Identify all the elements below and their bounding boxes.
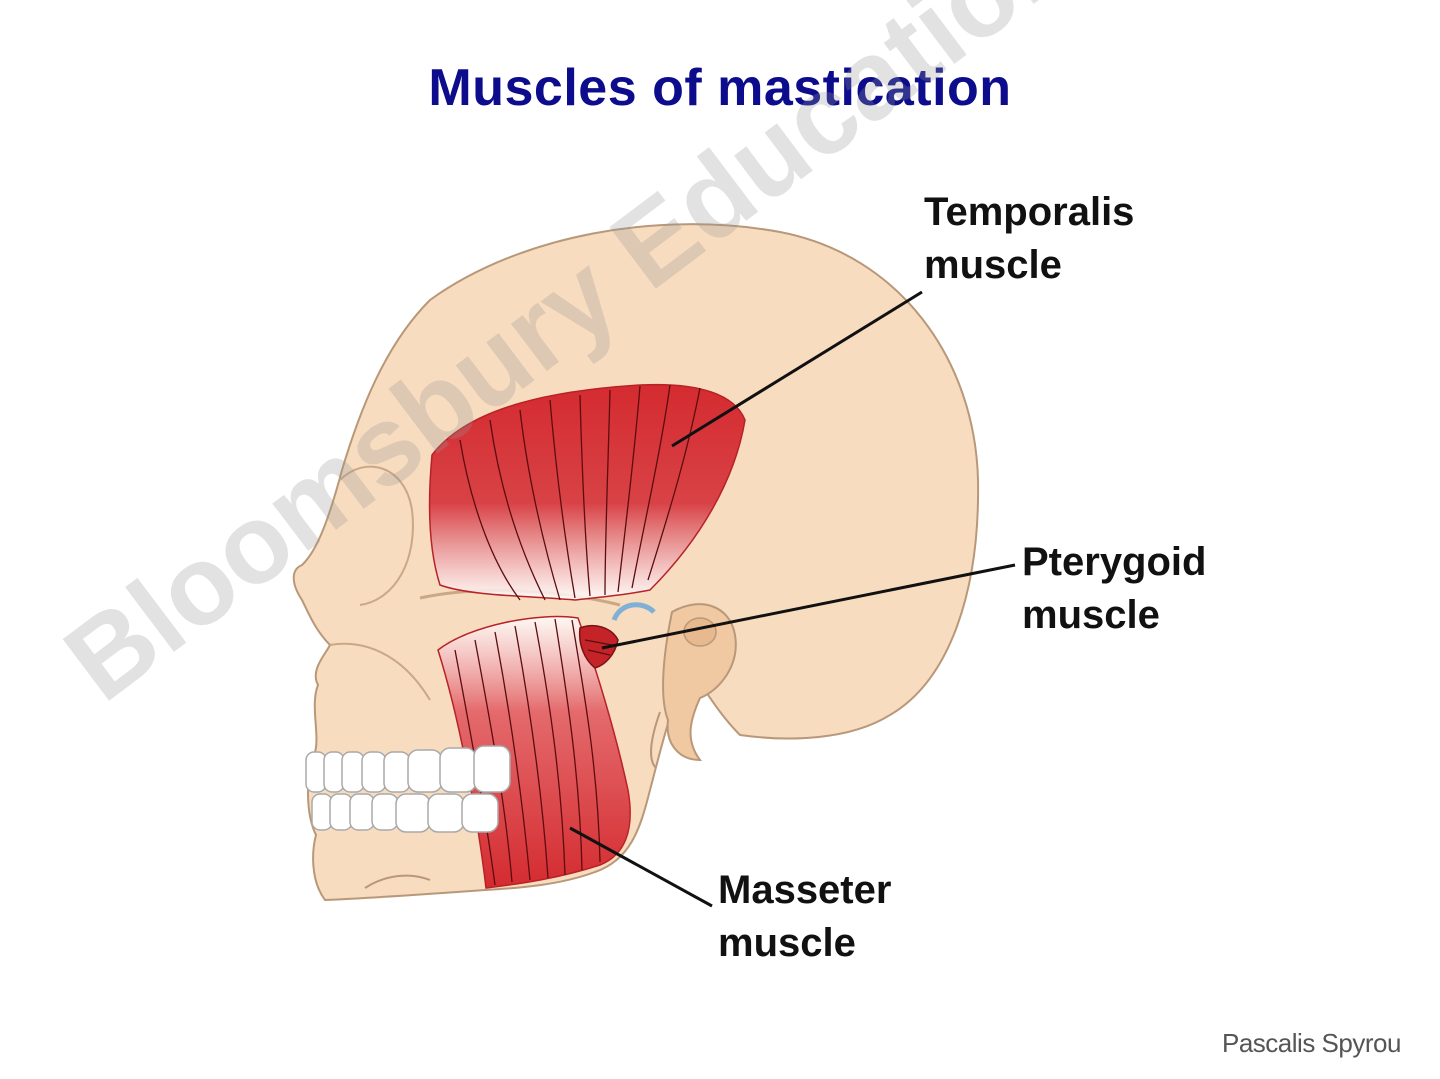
pterygoid-label: Pterygoid muscle [1022, 536, 1206, 642]
chin-contour [364, 874, 431, 889]
temporalis-muscle [428, 383, 746, 601]
pterygoid-label-line2: muscle [1022, 593, 1160, 637]
temporalis-leader-line [671, 290, 923, 448]
pterygoid-leader-line [601, 563, 1016, 650]
masseter-label-line2: muscle [718, 921, 856, 965]
pterygoid-muscle [578, 624, 619, 669]
masseter-label-line1: Masseter [718, 868, 892, 912]
temporalis-label: Temporalis muscle [924, 186, 1134, 292]
ear-shape [662, 603, 737, 762]
cheek-contour [329, 642, 431, 701]
tmj-joint [611, 602, 656, 622]
temporalis-label-line1: Temporalis [924, 190, 1135, 234]
temporalis-label-line2: muscle [924, 243, 1062, 287]
diagram-title: Muscles of mastication [428, 59, 1012, 117]
masseter-label: Masseter muscle [718, 864, 891, 970]
orbit-contour [339, 465, 414, 606]
masseter-leader-line [569, 826, 713, 908]
author-credit: Pascalis Spyrou [1222, 1028, 1401, 1058]
teeth [305, 745, 511, 833]
pterygoid-label-line1: Pterygoid [1022, 540, 1207, 584]
